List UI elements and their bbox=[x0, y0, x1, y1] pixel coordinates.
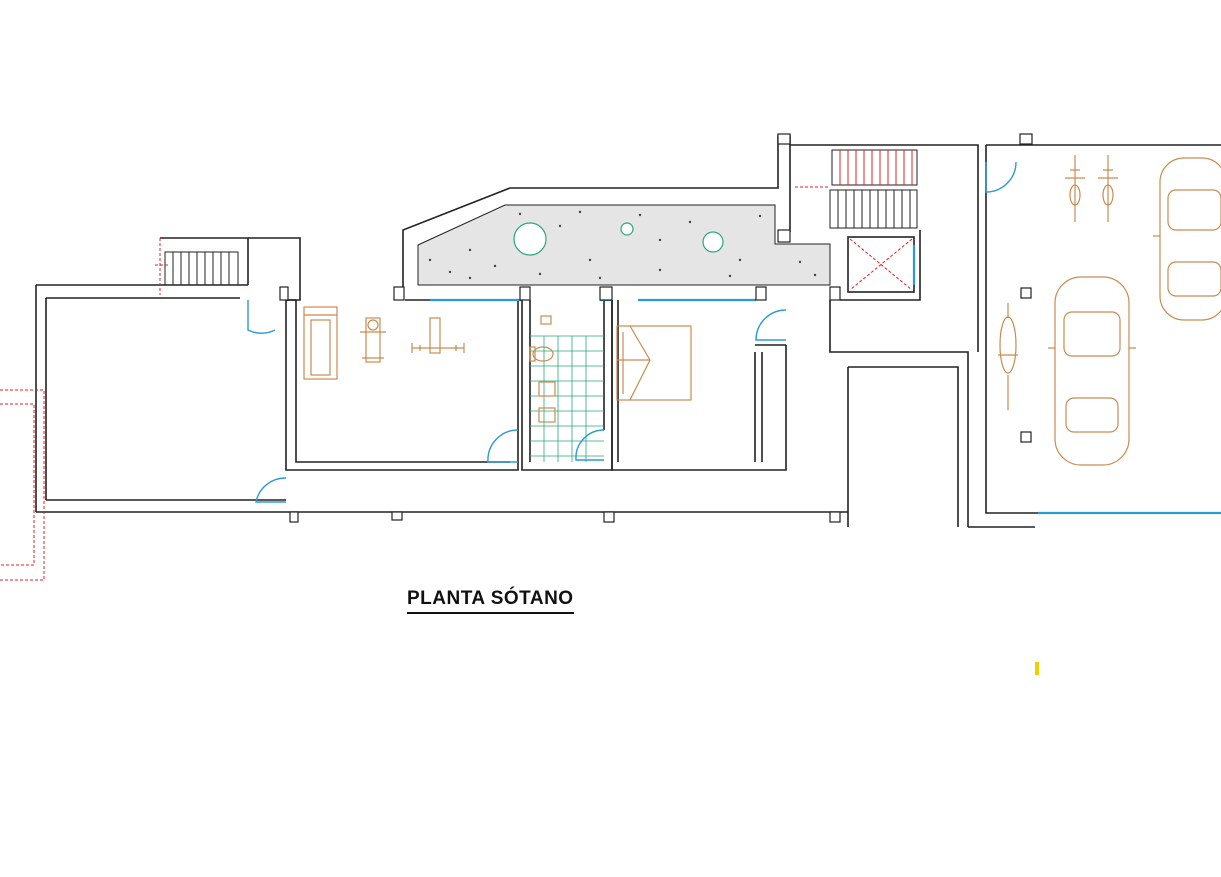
accent-mark bbox=[1035, 662, 1039, 675]
doors bbox=[247, 161, 1017, 503]
plan-title: PLANTA SÓTANO bbox=[407, 588, 574, 614]
left-entrance-marker bbox=[0, 389, 45, 581]
car-icon bbox=[1153, 157, 1221, 321]
corridor-walls bbox=[790, 144, 1221, 528]
car-icon bbox=[1048, 276, 1136, 466]
lift-shaft-icon bbox=[847, 236, 916, 293]
shrub-icon bbox=[620, 222, 634, 236]
toilet-icon bbox=[529, 346, 554, 362]
treadmill-icon bbox=[303, 306, 338, 380]
bicycle-icon bbox=[1065, 155, 1085, 222]
columns bbox=[279, 133, 1033, 523]
bicycle-icon bbox=[1098, 155, 1118, 222]
weight-bench-icon bbox=[411, 317, 465, 354]
bedroom bbox=[600, 298, 787, 471]
door-swing bbox=[487, 429, 519, 463]
bed-icon bbox=[616, 325, 692, 401]
tree-icon bbox=[513, 222, 547, 256]
door-swing bbox=[985, 161, 1017, 193]
shrub-icon bbox=[702, 231, 724, 253]
bath-tiles bbox=[530, 335, 604, 462]
door-swing bbox=[755, 309, 787, 341]
bidet-icon bbox=[540, 315, 552, 325]
stairs-icon bbox=[795, 149, 918, 229]
door-swing bbox=[247, 300, 276, 334]
bathroom bbox=[521, 300, 613, 471]
sink-icon bbox=[538, 381, 556, 423]
motorcycle-icon bbox=[998, 303, 1018, 410]
stairs-icon bbox=[155, 238, 239, 295]
exercise-bike-icon bbox=[360, 317, 386, 363]
rock-garden bbox=[402, 135, 831, 300]
gym-room bbox=[285, 298, 522, 471]
left-wing-walls bbox=[35, 237, 848, 513]
door-swing bbox=[255, 477, 287, 503]
door-swing bbox=[575, 429, 605, 461]
